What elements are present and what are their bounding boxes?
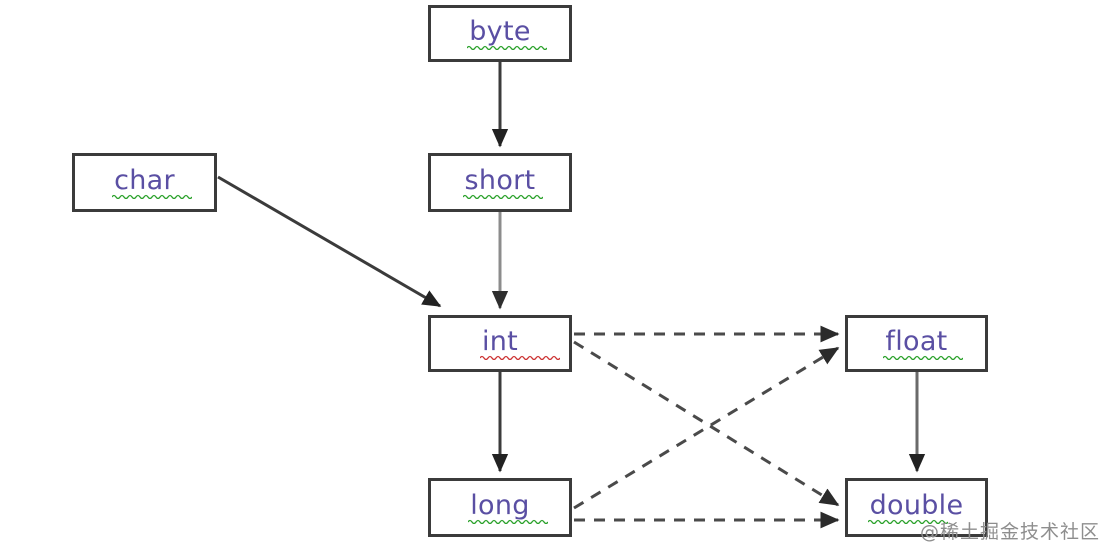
- node-short[interactable]: short: [428, 153, 572, 212]
- node-int-label: int: [479, 328, 560, 360]
- node-double-label: double: [867, 492, 964, 524]
- node-byte[interactable]: byte: [428, 5, 572, 62]
- edge-char-int: [217, 175, 442, 308]
- watermark: @稀土掘金技术社区: [919, 521, 1100, 543]
- node-long-label: long: [468, 492, 549, 524]
- node-double[interactable]: double: [845, 478, 988, 537]
- edge-int-double: [573, 340, 840, 507]
- node-char-label: char: [112, 167, 193, 199]
- node-float[interactable]: float: [845, 315, 988, 372]
- node-int[interactable]: int: [428, 315, 572, 372]
- node-byte-label: byte: [467, 18, 548, 50]
- node-char[interactable]: char: [72, 153, 217, 212]
- edge-long-float: [573, 346, 840, 510]
- node-short-label: short: [462, 167, 543, 199]
- node-float-label: float: [883, 328, 964, 360]
- node-long[interactable]: long: [428, 478, 572, 537]
